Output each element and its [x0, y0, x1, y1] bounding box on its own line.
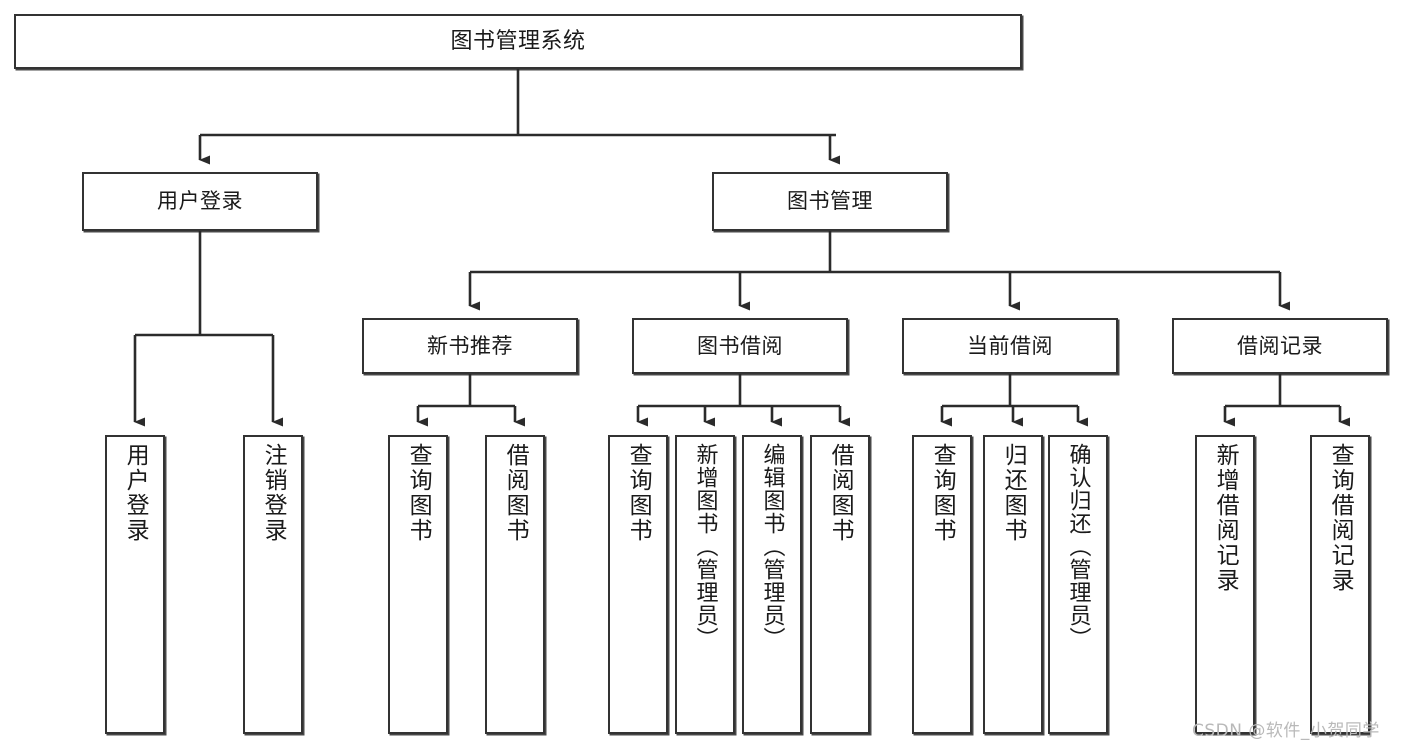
node-user-login[interactable]: 用户登录: [82, 172, 318, 231]
node-label: 查询图书: [625, 443, 652, 543]
node-book-borrow[interactable]: 图书借阅: [632, 318, 848, 374]
node-label: 归还图书: [1000, 443, 1027, 543]
node-label: 新书推荐: [427, 333, 513, 358]
node-current-borrow[interactable]: 当前借阅: [902, 318, 1118, 374]
node-leaf-edit-book[interactable]: 编辑图书（管理员）: [742, 435, 802, 734]
node-leaf-confirm-return[interactable]: 确认归还（管理员）: [1048, 435, 1108, 734]
node-label: 图书管理系统: [450, 28, 586, 54]
node-leaf-query-record[interactable]: 查询借阅记录: [1310, 435, 1370, 734]
node-label: 借阅记录: [1237, 333, 1323, 358]
node-label: 查询借阅记录: [1327, 443, 1354, 593]
node-leaf-add-record[interactable]: 新增借阅记录: [1195, 435, 1255, 734]
node-leaf-return-book[interactable]: 归还图书: [983, 435, 1043, 734]
node-label: 查询图书: [405, 443, 432, 543]
node-label: 新增借阅记录: [1212, 443, 1239, 593]
node-label: 新增图书（管理员）: [692, 443, 718, 650]
node-leaf-logout[interactable]: 注销登录: [243, 435, 303, 734]
node-label: 编辑图书（管理员）: [759, 443, 785, 650]
node-label: 用户登录: [157, 189, 243, 214]
node-leaf-borrow-book-1[interactable]: 借阅图书: [485, 435, 545, 734]
node-label: 确认归还（管理员）: [1065, 443, 1091, 650]
node-leaf-query-book-2[interactable]: 查询图书: [608, 435, 668, 734]
node-label: 图书借阅: [697, 333, 783, 358]
node-label: 借阅图书: [502, 443, 529, 543]
csdn-watermark: CSDN @软件_小贺同学: [1192, 721, 1380, 741]
node-new-book-recommend[interactable]: 新书推荐: [362, 318, 578, 374]
node-leaf-query-book-1[interactable]: 查询图书: [388, 435, 448, 734]
node-root-system[interactable]: 图书管理系统: [14, 14, 1022, 69]
node-label: 查询图书: [929, 443, 956, 543]
node-label: 当前借阅: [967, 333, 1053, 358]
node-leaf-user-login[interactable]: 用户登录: [105, 435, 165, 734]
node-leaf-borrow-book-2[interactable]: 借阅图书: [810, 435, 870, 734]
node-label: 借阅图书: [827, 443, 854, 543]
node-leaf-query-book-3[interactable]: 查询图书: [912, 435, 972, 734]
node-leaf-add-book[interactable]: 新增图书（管理员）: [675, 435, 735, 734]
node-book-management[interactable]: 图书管理: [712, 172, 948, 231]
node-borrow-record[interactable]: 借阅记录: [1172, 318, 1388, 374]
node-label: 注销登录: [260, 443, 287, 543]
node-label: 图书管理: [787, 189, 873, 214]
node-label: 用户登录: [122, 443, 149, 543]
